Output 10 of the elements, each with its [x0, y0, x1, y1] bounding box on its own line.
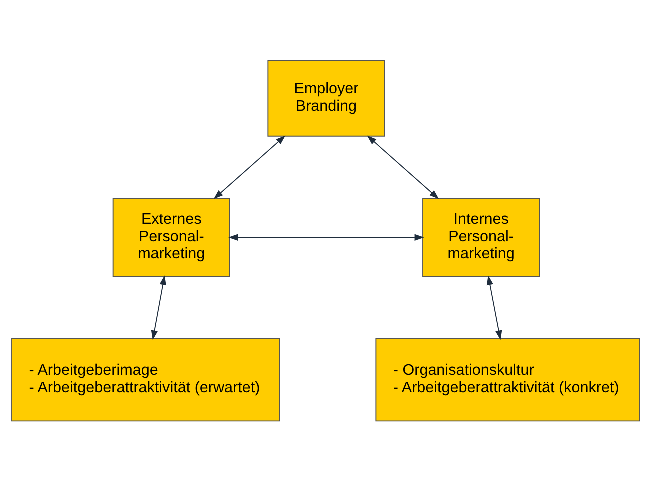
- arrow: [486, 275, 502, 340]
- node-box: Externes Personal- marketing: [112, 197, 230, 277]
- node-box: - Arbeitgeberimage - Arbeitgeberattraktivität (erwartet): [12, 338, 280, 422]
- arrow: [151, 275, 166, 340]
- node-box: Employer Branding: [268, 60, 386, 136]
- arrow: [228, 234, 424, 240]
- node-box: Internes Personal- marketing: [422, 197, 540, 277]
- arrow: [367, 135, 440, 199]
- arrow: [214, 135, 286, 199]
- node-box: - Organisationskultur - Arbeitgeberattraktivität (konkret): [376, 338, 640, 422]
